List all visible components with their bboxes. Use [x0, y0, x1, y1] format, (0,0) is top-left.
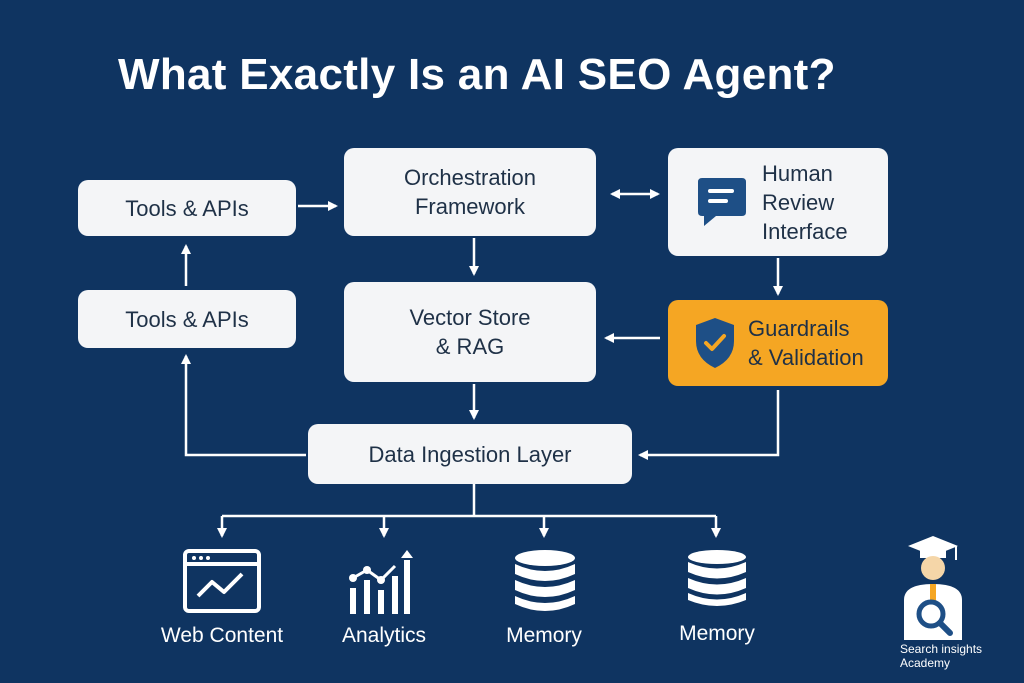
node-orchestration-line2: Framework — [414, 194, 525, 219]
source-label-web-content: Web Content — [160, 624, 284, 647]
brand-name-line2: Academy — [900, 656, 951, 670]
node-data-ingestion: Data Ingestion Layer — [308, 424, 632, 484]
edge-guardrails-to-ingestion — [638, 390, 780, 460]
database-icon — [685, 548, 749, 608]
node-data-ingestion-label: Data Ingestion Layer — [368, 441, 572, 467]
node-human-review-line3: Interface — [762, 218, 848, 244]
node-orchestration-line1: Orchestration — [403, 165, 537, 190]
node-guardrails: Guardrails & Validation — [668, 300, 888, 386]
source-label-memory-2: Memory — [679, 622, 755, 645]
node-orchestration: Orchestration Framework — [344, 148, 596, 236]
node-tools-apis-bottom: Tools & APIs — [78, 290, 296, 348]
database-icon — [512, 548, 578, 614]
node-tools-apis-bottom-label: Tools & APIs — [125, 306, 249, 332]
node-tools-apis-top: Tools & APIs — [78, 180, 296, 236]
chat-bubble-icon — [696, 174, 748, 230]
node-guardrails-line1: Guardrails — [748, 316, 850, 341]
node-vector-store: Vector Store & RAG — [344, 282, 596, 382]
source-label-analytics: Analytics — [341, 624, 427, 647]
browser-chart-icon — [182, 548, 262, 614]
source-label-memory-1: Memory — [506, 624, 582, 647]
node-tools-apis-top-label: Tools & APIs — [125, 195, 249, 221]
graduate-magnifier-icon — [904, 536, 962, 640]
bar-chart-icon — [346, 548, 416, 616]
brand-name: Search insights Academy — [900, 642, 982, 670]
brand-name-line1: Search insights — [900, 642, 983, 656]
node-vector-store-line2: & RAG — [435, 334, 505, 359]
node-human-review-line1: Human — [762, 160, 833, 186]
node-human-review-line2: Review — [762, 189, 835, 215]
brand-logo — [898, 536, 1008, 645]
node-human-review: Human Review Interface — [668, 148, 888, 256]
edge-ingestion-to-tools-bottom — [181, 354, 306, 457]
page-title: What Exactly Is an AI SEO Agent? — [118, 50, 836, 99]
node-vector-store-line1: Vector Store — [409, 305, 531, 330]
shield-check-icon — [692, 315, 738, 371]
node-guardrails-line2: & Validation — [748, 345, 864, 370]
